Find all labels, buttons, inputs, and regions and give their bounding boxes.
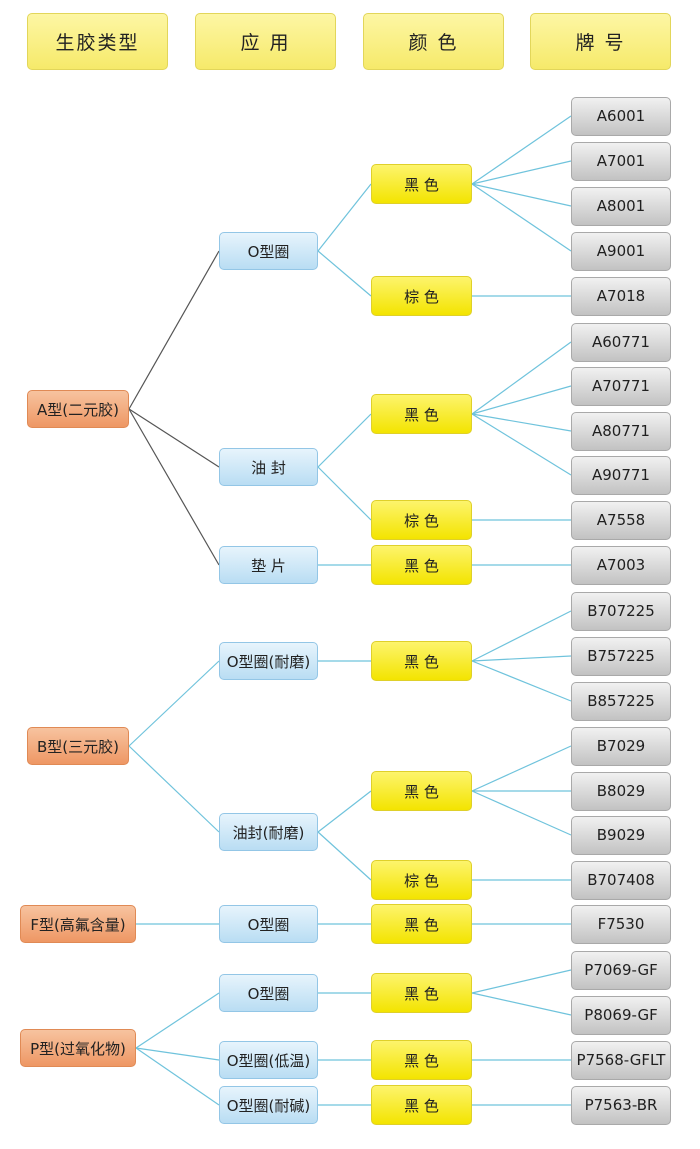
color-link-line [317, 466, 372, 521]
grade-node: A6001 [571, 96, 671, 136]
header-application: 应 用 [195, 13, 336, 70]
grade-node: A9001 [571, 231, 671, 271]
color-node: 黑 色 [371, 641, 472, 681]
grade-node: P7069-GF [571, 950, 671, 990]
color-node: 棕 色 [371, 276, 472, 316]
application-node: O型圈(低温) [219, 1041, 318, 1079]
grade-node: B707225 [571, 591, 671, 631]
rubber-type-node: B型(三元胶) [27, 727, 129, 765]
grade-link-line [471, 745, 572, 792]
grade-link-line [471, 969, 572, 994]
grade-link-line [471, 655, 572, 662]
application-node: O型圈(耐碱) [219, 1086, 318, 1124]
header-rubber-type: 生胶类型 [27, 13, 168, 70]
grade-node: B857225 [571, 681, 671, 721]
grade-node: A90771 [571, 455, 671, 495]
grade-link-line [471, 992, 572, 1016]
grade-node: A60771 [571, 322, 671, 362]
rubber-type-node: A型(二元胶) [27, 390, 129, 428]
color-node: 黑 色 [371, 904, 472, 944]
application-node: 油 封 [219, 448, 318, 486]
grade-node: A7001 [571, 141, 671, 181]
header-grade: 牌 号 [530, 13, 671, 70]
grade-link-line [471, 660, 572, 702]
application-link-line [135, 1047, 220, 1061]
grade-node: P8069-GF [571, 995, 671, 1035]
grade-node: A7018 [571, 276, 671, 316]
color-link-line [317, 183, 372, 252]
grade-node: P7568-GFLT [571, 1040, 671, 1080]
header-color: 颜 色 [363, 13, 504, 70]
rubber-type-node: F型(高氟含量) [20, 905, 136, 943]
rubber-type-node: P型(过氧化物) [20, 1029, 136, 1067]
grade-link-line [471, 413, 572, 476]
color-link-line [317, 831, 372, 881]
application-link-line [128, 745, 220, 833]
application-link-line [135, 992, 220, 1049]
grade-node: P7563-BR [571, 1085, 671, 1125]
grade-node: F7530 [571, 904, 671, 944]
grade-node: B8029 [571, 771, 671, 811]
application-node: 油封(耐磨) [219, 813, 318, 851]
application-link-line [128, 408, 220, 468]
color-node: 棕 色 [371, 860, 472, 900]
grade-node: A7003 [571, 545, 671, 585]
application-node: O型圈 [219, 905, 318, 943]
grade-link-line [471, 183, 572, 207]
grade-node: A8001 [571, 186, 671, 226]
grade-node: B707408 [571, 860, 671, 900]
color-link-line [317, 413, 372, 468]
grade-node: B7029 [571, 726, 671, 766]
grade-node: B757225 [571, 636, 671, 676]
grade-link-line [471, 790, 572, 836]
color-node: 黑 色 [371, 973, 472, 1013]
color-node: 黑 色 [371, 545, 472, 585]
grade-link-line [471, 115, 572, 185]
color-node: 黑 色 [371, 1040, 472, 1080]
application-node: O型圈(耐磨) [219, 642, 318, 680]
grade-node: A7558 [571, 500, 671, 540]
color-link-line [317, 790, 372, 833]
color-node: 黑 色 [371, 771, 472, 811]
color-node: 黑 色 [371, 1085, 472, 1125]
color-node: 棕 色 [371, 500, 472, 540]
grade-node: A70771 [571, 366, 671, 406]
grade-link-line [471, 385, 572, 415]
grade-link-line [471, 610, 572, 662]
application-link-line [128, 660, 220, 747]
application-link-line [128, 250, 220, 410]
grade-link-line [471, 413, 572, 432]
application-link-line [135, 1047, 220, 1106]
color-node: 黑 色 [371, 164, 472, 204]
grade-link-line [471, 160, 572, 185]
color-node: 黑 色 [371, 394, 472, 434]
grade-node: B9029 [571, 815, 671, 855]
application-node: O型圈 [219, 232, 318, 270]
grade-link-line [471, 341, 572, 415]
application-node: O型圈 [219, 974, 318, 1012]
color-link-line [317, 250, 372, 297]
application-link-line [128, 408, 220, 566]
grade-node: A80771 [571, 411, 671, 451]
grade-link-line [471, 183, 572, 252]
application-node: 垫 片 [219, 546, 318, 584]
